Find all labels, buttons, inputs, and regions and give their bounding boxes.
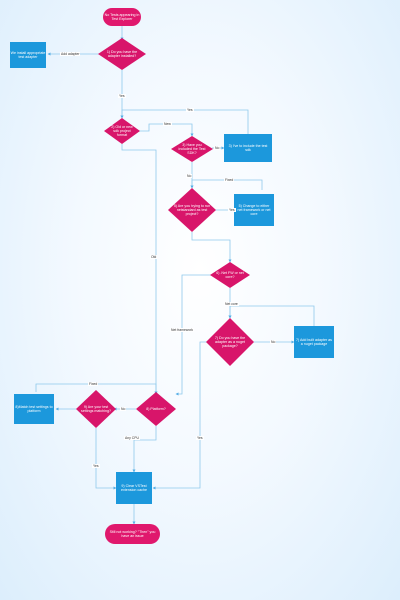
edge-label-net-core: Net core bbox=[224, 302, 239, 306]
process-change-framework[interactable] bbox=[234, 194, 274, 226]
process-add-nuget[interactable] bbox=[294, 326, 334, 358]
edge-label-yes-5: Yes bbox=[92, 464, 100, 468]
edge-label-old: Old bbox=[150, 255, 158, 259]
decision-test-settings[interactable] bbox=[76, 390, 116, 428]
connectors bbox=[35, 26, 315, 525]
end-node[interactable] bbox=[105, 524, 160, 544]
edge-label-net-framework: Net framework bbox=[170, 328, 195, 332]
decision-nuget-adapter[interactable] bbox=[206, 318, 254, 366]
edge-label-yes-1: Yes bbox=[118, 94, 126, 98]
edge-label-no-3: No bbox=[270, 340, 277, 344]
process-clear-cache[interactable] bbox=[116, 472, 152, 504]
decision-netstandard[interactable] bbox=[168, 188, 216, 232]
edge-netfw-to-platform bbox=[175, 274, 212, 396]
edge-label-no-1: No bbox=[214, 146, 221, 150]
edge-format-old-down bbox=[121, 144, 158, 395]
edge-nuget-to-clear bbox=[152, 341, 208, 490]
edge-label-new: New bbox=[163, 122, 172, 126]
edge-include-back bbox=[120, 109, 249, 134]
edge-add-back bbox=[228, 305, 315, 326]
edge-label-fixed-2: Fixed bbox=[88, 382, 99, 386]
decision-platform[interactable] bbox=[136, 392, 176, 426]
edge-settings-to-clear bbox=[95, 428, 117, 490]
edge-label-any-cpu: Any CPU bbox=[124, 436, 140, 440]
start-node[interactable] bbox=[103, 8, 141, 26]
edge-label-yes-4: Yes bbox=[196, 436, 204, 440]
decision-adapter-installed[interactable] bbox=[98, 38, 146, 70]
edge-label-fixed: Fixed bbox=[224, 178, 235, 182]
edge-label-no-2: No bbox=[186, 174, 193, 178]
edge-label-add-adapter: Add adapter bbox=[60, 52, 81, 56]
process-install-adapter[interactable] bbox=[10, 42, 46, 68]
nodes bbox=[10, 8, 334, 544]
edge-label-yes-3: Yes bbox=[228, 208, 236, 212]
edge-format-new-to-sdk bbox=[138, 123, 194, 137]
process-match-settings[interactable] bbox=[14, 394, 54, 424]
edge-platform-to-clear bbox=[132, 426, 157, 473]
process-include-sdk[interactable] bbox=[224, 134, 272, 162]
decision-netfw-or-core[interactable] bbox=[210, 262, 250, 288]
decision-project-format[interactable] bbox=[104, 118, 140, 144]
decision-test-sdk[interactable] bbox=[171, 136, 213, 162]
edge-netstd-to-netfw bbox=[191, 232, 232, 263]
edge-label-yes-2: Yes bbox=[186, 108, 194, 112]
edge-label-no-4: No bbox=[120, 407, 127, 411]
